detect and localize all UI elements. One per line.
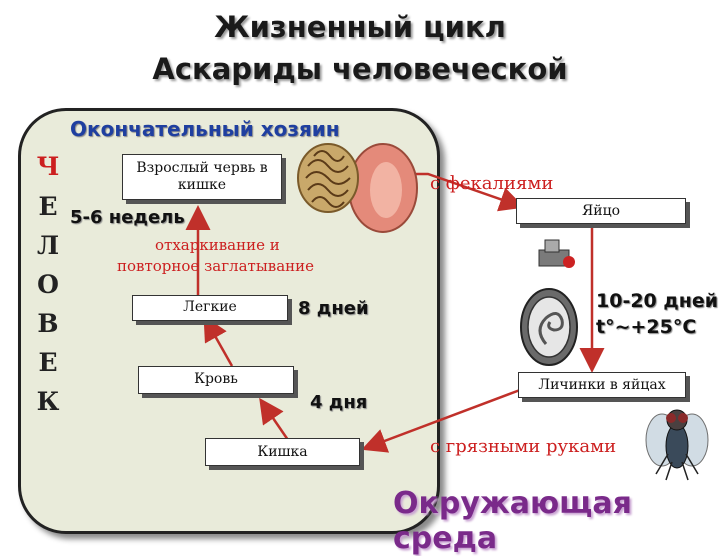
label-incubation-temp: t°~+25°C	[596, 316, 697, 338]
vertical-letter: Е	[38, 348, 58, 377]
egg-larva-icon	[520, 288, 578, 366]
fly-icon	[645, 409, 709, 481]
label-feces: с фекалиями	[430, 173, 554, 194]
microscope-icon	[538, 239, 575, 268]
node-lungs: Легкие	[132, 295, 288, 321]
label-incubation-days: 10-20 дней	[596, 290, 719, 312]
node-intestine: Кишка	[205, 438, 360, 466]
host-label: Окончательный хозяин	[70, 117, 340, 141]
vertical-letter: Ч	[36, 152, 60, 181]
vertical-letter: К	[36, 387, 60, 416]
vertical-letter: Е	[38, 192, 58, 221]
environment-label: Окружающая среда	[393, 486, 632, 556]
node-egg: Яйцо	[516, 198, 686, 224]
title-line-2: Аскариды человеческой	[152, 52, 568, 86]
vertical-letter: В	[37, 309, 59, 338]
node-blood: Кровь	[138, 366, 294, 394]
vertical-letter: О	[37, 270, 59, 299]
node-larvae: Личинки в яйцах	[518, 372, 686, 398]
label-cough-1: отхаркивание и	[155, 236, 280, 254]
label-eight-days: 8 дней	[298, 298, 369, 319]
vertical-letter: Л	[36, 231, 60, 260]
node-adult-worm: Взрослый червь в кишке	[122, 154, 282, 200]
label-hands: с грязными руками	[430, 436, 617, 457]
intestine-worms-icon	[297, 143, 418, 233]
title-line-1: Жизненный цикл	[214, 10, 506, 44]
label-four-days: 4 дня	[310, 392, 368, 413]
label-cough-2: повторное заглатывание	[117, 257, 315, 275]
label-weeks: 5-6 недель	[70, 207, 185, 228]
